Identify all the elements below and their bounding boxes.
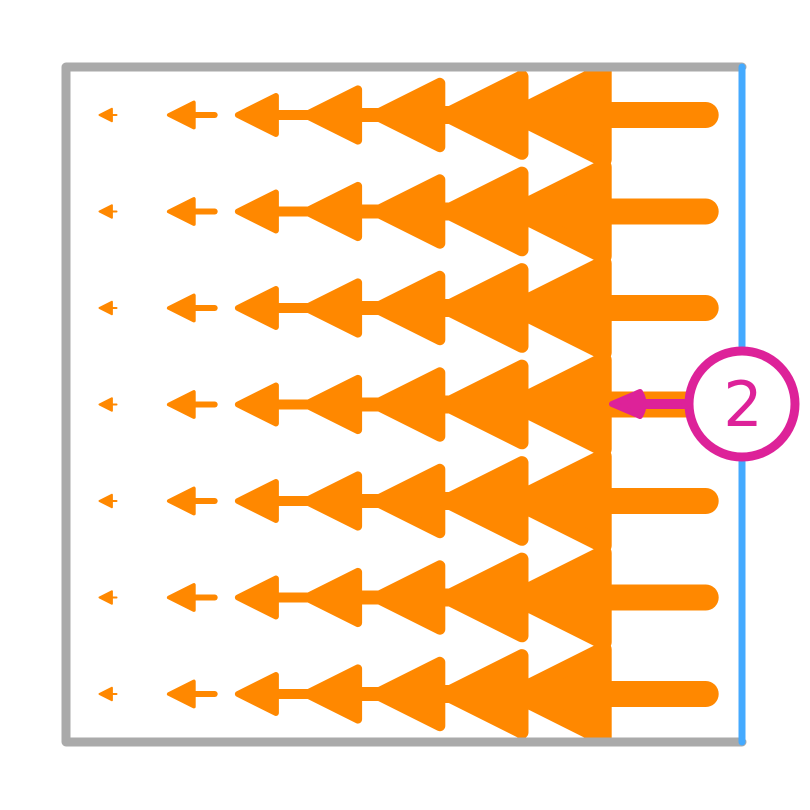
field-arrow (506, 641, 719, 747)
field-arrow (234, 672, 318, 716)
arrow-head (234, 189, 279, 234)
field-arrow (506, 545, 719, 650)
field-arrow (98, 300, 118, 316)
arrow-head (506, 62, 612, 168)
field-arrow (166, 486, 218, 516)
field-arrow (166, 583, 218, 612)
arrow-head (506, 448, 612, 554)
arrow-head (98, 204, 113, 219)
arrow-head (370, 656, 446, 732)
arrow-head (506, 641, 612, 747)
field-arrow (506, 159, 719, 264)
field-arrow (506, 448, 719, 554)
field-arrow (98, 204, 118, 219)
arrow-head (234, 575, 279, 620)
arrow-head (370, 77, 446, 153)
arrow-head (166, 100, 196, 130)
arrow-head (234, 479, 279, 523)
arrow-head (302, 664, 363, 724)
boundary-left-top-bottom (61, 62, 747, 747)
field-arrow (234, 286, 318, 330)
arrow-head (166, 293, 196, 323)
arrow-head (302, 567, 363, 628)
field-arrow (98, 686, 118, 702)
arrow-head (302, 181, 363, 242)
arrow-head (98, 686, 113, 702)
arrow-head (506, 545, 612, 650)
arrow-head (234, 672, 279, 716)
arrow-head (166, 583, 196, 612)
field-arrow (166, 100, 218, 130)
arrow-head (98, 107, 113, 123)
arrow-head (98, 493, 113, 509)
arrow-head (370, 560, 446, 635)
arrow-head (234, 93, 279, 137)
marker-arrow-head (609, 389, 647, 419)
field-arrow (166, 197, 218, 226)
arrow-head (234, 286, 279, 330)
arrow-head (166, 390, 196, 419)
arrow-head (166, 679, 196, 709)
arrow-head (98, 397, 113, 412)
arrow-head (370, 270, 446, 346)
field-arrow (166, 293, 218, 323)
arrow-head (506, 255, 612, 361)
arrow-head (302, 471, 363, 531)
marker-callout: 2 (609, 346, 800, 462)
arrow-head (302, 278, 363, 338)
arrow-head (302, 374, 363, 435)
field-arrow (234, 575, 318, 620)
arrow-head (98, 590, 113, 605)
field-arrow (98, 107, 118, 123)
field-arrow (506, 62, 719, 168)
arrow-head (166, 197, 196, 226)
arrow-head (370, 463, 446, 539)
field-arrow (506, 255, 719, 361)
field-arrow (98, 397, 118, 412)
vector-field (98, 62, 719, 747)
field-arrow (98, 590, 118, 605)
arrow-head (234, 382, 279, 427)
field-arrow (234, 479, 318, 523)
marker-label: 2 (723, 368, 762, 441)
arrow-head (370, 174, 446, 249)
marker-circle (684, 346, 800, 462)
field-arrow (234, 189, 318, 234)
arrow-head (302, 85, 363, 145)
field-arrow (234, 93, 318, 137)
arrow-head (370, 367, 446, 442)
arrow-head (166, 486, 196, 516)
arrow-head (506, 352, 612, 457)
arrow-head (98, 300, 113, 316)
field-arrow (234, 382, 318, 427)
field-arrow (166, 390, 218, 419)
arrow-head (506, 159, 612, 264)
field-arrow (166, 679, 218, 709)
field-arrow (98, 493, 118, 509)
